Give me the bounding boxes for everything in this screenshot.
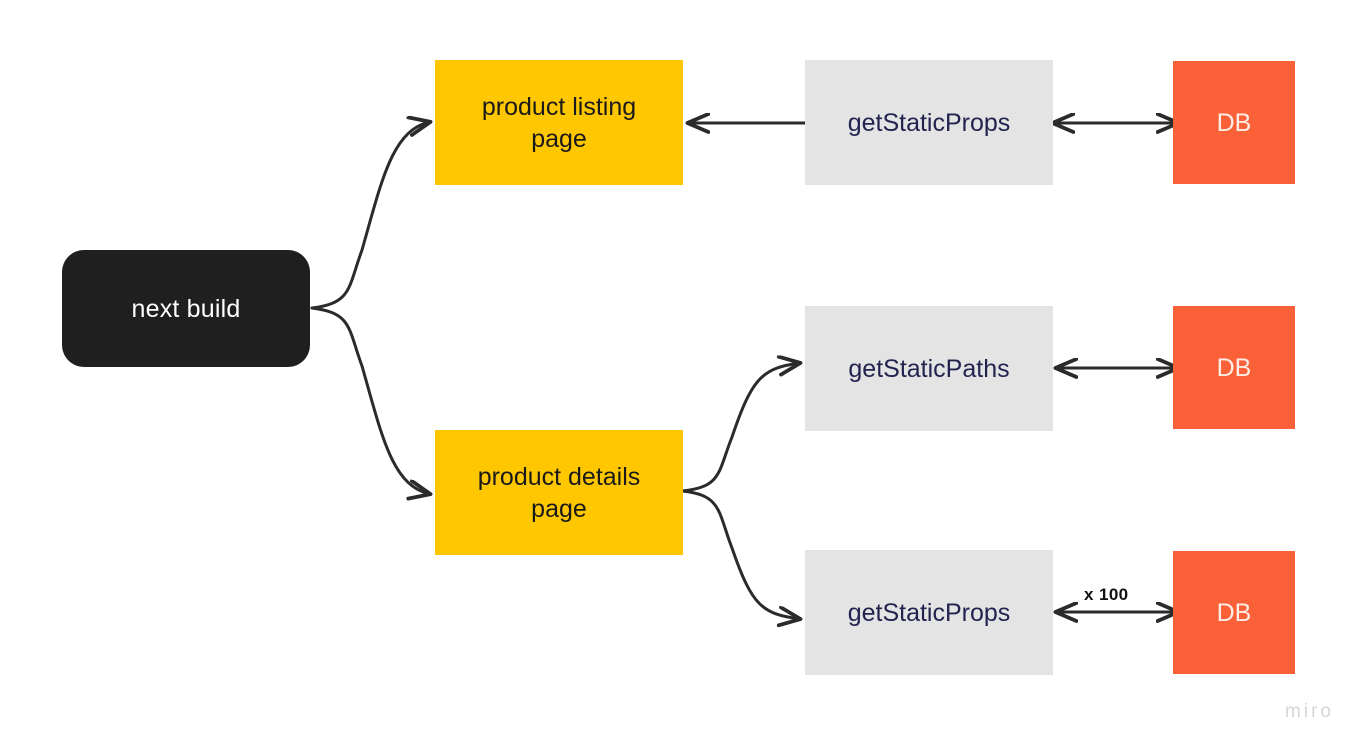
node-next-build-label: next build bbox=[131, 294, 241, 323]
edge-build-to-listing-page bbox=[310, 122, 430, 310]
node-listing-getstaticprops-label: getStaticProps bbox=[847, 108, 1011, 137]
node-listing-getstaticprops[interactable]: getStaticProps bbox=[805, 60, 1053, 185]
miro-watermark: miro bbox=[1285, 701, 1334, 722]
node-product-details-page[interactable]: product details page bbox=[435, 430, 683, 555]
node-product-details-page-label: product details page bbox=[477, 462, 641, 523]
edge-details-page-to-getstaticprops bbox=[680, 489, 800, 619]
node-db-top[interactable]: DB bbox=[1173, 61, 1295, 184]
node-db-middle-label: DB bbox=[1216, 353, 1252, 382]
node-getstaticpaths-label: getStaticPaths bbox=[848, 354, 1010, 383]
node-db-bottom[interactable]: DB bbox=[1173, 551, 1295, 674]
edge-label-x100: x 100 bbox=[1084, 585, 1129, 604]
node-db-middle[interactable]: DB bbox=[1173, 306, 1295, 429]
node-details-getstaticprops[interactable]: getStaticProps bbox=[805, 550, 1053, 675]
node-db-bottom-label: DB bbox=[1216, 598, 1252, 627]
node-details-getstaticprops-label: getStaticProps bbox=[847, 598, 1011, 627]
node-getstaticpaths[interactable]: getStaticPaths bbox=[805, 306, 1053, 431]
node-db-top-label: DB bbox=[1216, 108, 1252, 137]
node-product-listing-page[interactable]: product listing page bbox=[435, 60, 683, 185]
edge-build-to-details-page bbox=[310, 306, 430, 494]
node-product-listing-page-label: product listing page bbox=[481, 92, 637, 153]
node-next-build[interactable]: next build bbox=[62, 250, 310, 367]
edge-details-page-to-getstaticpaths bbox=[680, 363, 800, 493]
